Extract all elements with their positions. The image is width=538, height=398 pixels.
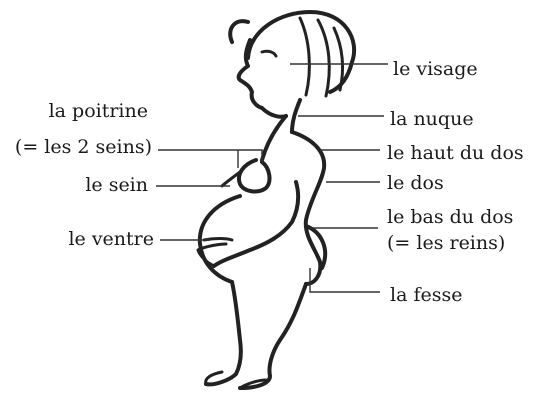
chest xyxy=(262,116,286,160)
leader-poitrine xyxy=(158,150,262,162)
label-fesse: la fesse xyxy=(390,284,462,306)
hair-strand xyxy=(334,28,342,90)
leg-front xyxy=(206,282,241,384)
hair-bun xyxy=(230,21,248,42)
hair-strand xyxy=(300,18,309,95)
eye xyxy=(262,51,276,56)
chin xyxy=(262,108,286,117)
hair-strand xyxy=(318,20,329,96)
label-haut-du-dos: le haut du dos xyxy=(387,142,524,164)
arm xyxy=(214,182,298,266)
label-sein: le sein xyxy=(40,174,148,196)
breast xyxy=(239,160,270,191)
label-nuque: la nuque xyxy=(390,108,474,130)
label-ventre: le ventre xyxy=(20,228,154,250)
label-bas-du-dos-line1: le bas du dos xyxy=(387,206,513,228)
label-bas-du-dos-line2: (= les reins) xyxy=(387,232,505,254)
label-visage: le visage xyxy=(393,58,478,80)
label-dos: le dos xyxy=(387,172,444,194)
label-poitrine-line2: (= les 2 seins) xyxy=(4,136,152,158)
label-poitrine-line1: la poitrine xyxy=(40,100,148,122)
leg-back xyxy=(240,284,306,388)
